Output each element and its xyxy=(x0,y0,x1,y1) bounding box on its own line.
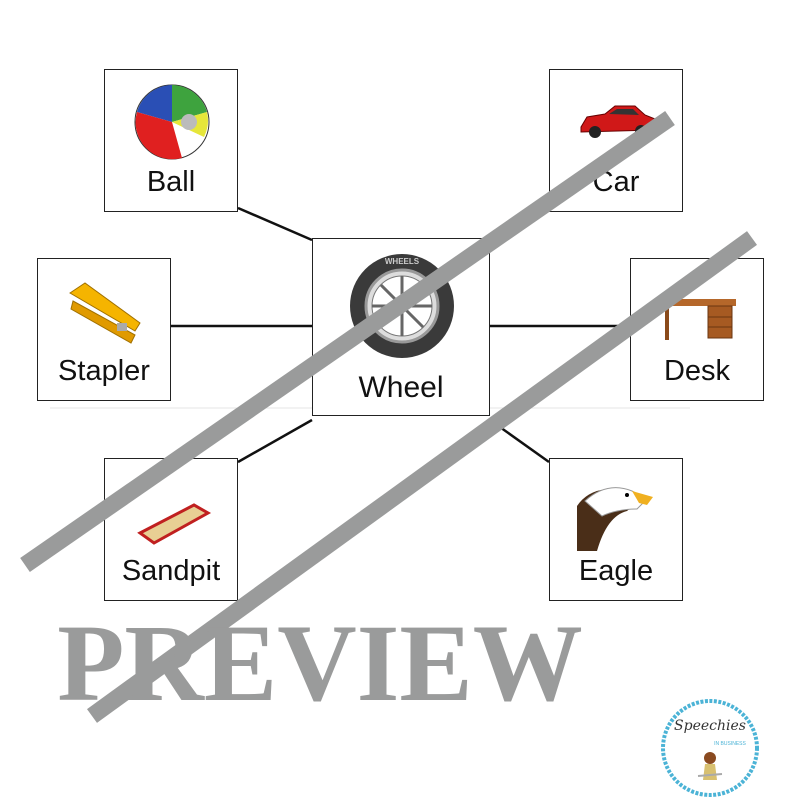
card-label: Eagle xyxy=(578,555,654,587)
tire-text: WHEELS xyxy=(385,257,420,266)
center-label: Wheel xyxy=(358,371,444,404)
connector-ball xyxy=(237,206,313,242)
card-eagle: Eagle xyxy=(549,458,683,601)
logo-subtext: IN BUSINESS xyxy=(714,741,746,747)
card-label: Sandpit xyxy=(121,555,221,587)
card-label: Stapler xyxy=(58,355,150,387)
card-label: Desk xyxy=(663,355,731,387)
card-sandpit: Sandpit xyxy=(104,458,238,601)
card-stapler: Stapler xyxy=(37,258,171,401)
desk-icon xyxy=(662,299,736,340)
eagle-icon xyxy=(577,487,653,551)
sandpit-icon xyxy=(137,503,212,545)
beach-ball-icon xyxy=(134,84,210,160)
speechies-logo: Speechies IN BUSINESS xyxy=(661,699,759,797)
connector-sandpit xyxy=(237,418,313,464)
watermark-band xyxy=(20,111,675,572)
watermark-text: PREVIEW xyxy=(57,602,583,724)
card-label: Ball xyxy=(146,166,196,198)
stapler-icon xyxy=(69,282,141,344)
watermark-band xyxy=(87,231,757,723)
logo-text: Speechies xyxy=(674,718,746,734)
card-ball: Ball xyxy=(104,69,238,212)
